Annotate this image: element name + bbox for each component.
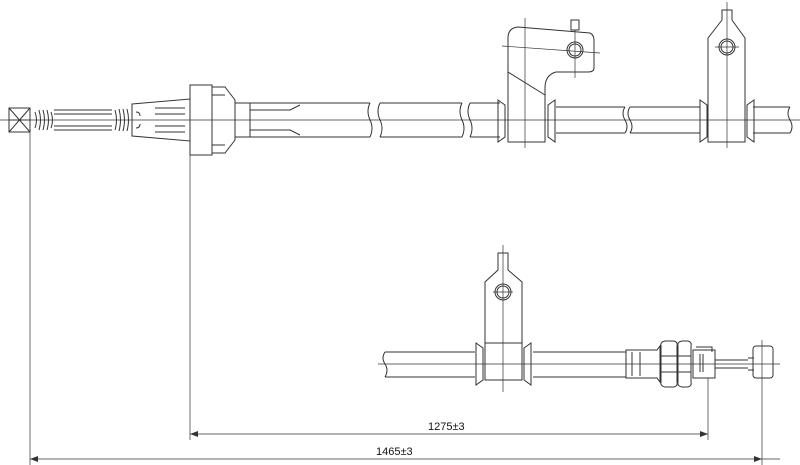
dimension-label-1275: 1275±3 bbox=[428, 421, 465, 433]
end-cap bbox=[752, 345, 774, 379]
dimension-label-1465: 1465±3 bbox=[376, 446, 413, 458]
threaded-ferrule bbox=[625, 344, 661, 384]
upper-cable-assembly bbox=[0, 2, 800, 156]
clip bbox=[692, 346, 716, 379]
spring-right bbox=[114, 108, 129, 132]
bracket-straight-upper bbox=[699, 2, 755, 148]
rod bbox=[54, 109, 112, 131]
bracket-straight-lower bbox=[475, 245, 532, 392]
cable-sheath-upper bbox=[235, 102, 793, 138]
end-rod bbox=[715, 357, 754, 371]
bracket-offset bbox=[497, 18, 601, 148]
lower-cable-assembly bbox=[378, 245, 780, 392]
ferrule bbox=[189, 84, 236, 156]
dimension-lines: 1275±3 1465±3 bbox=[29, 132, 780, 465]
end-fitting-box bbox=[8, 107, 31, 133]
cable-sheath-lower bbox=[382, 351, 626, 378]
spring-left bbox=[34, 109, 53, 131]
adjusting-nuts bbox=[660, 340, 692, 388]
